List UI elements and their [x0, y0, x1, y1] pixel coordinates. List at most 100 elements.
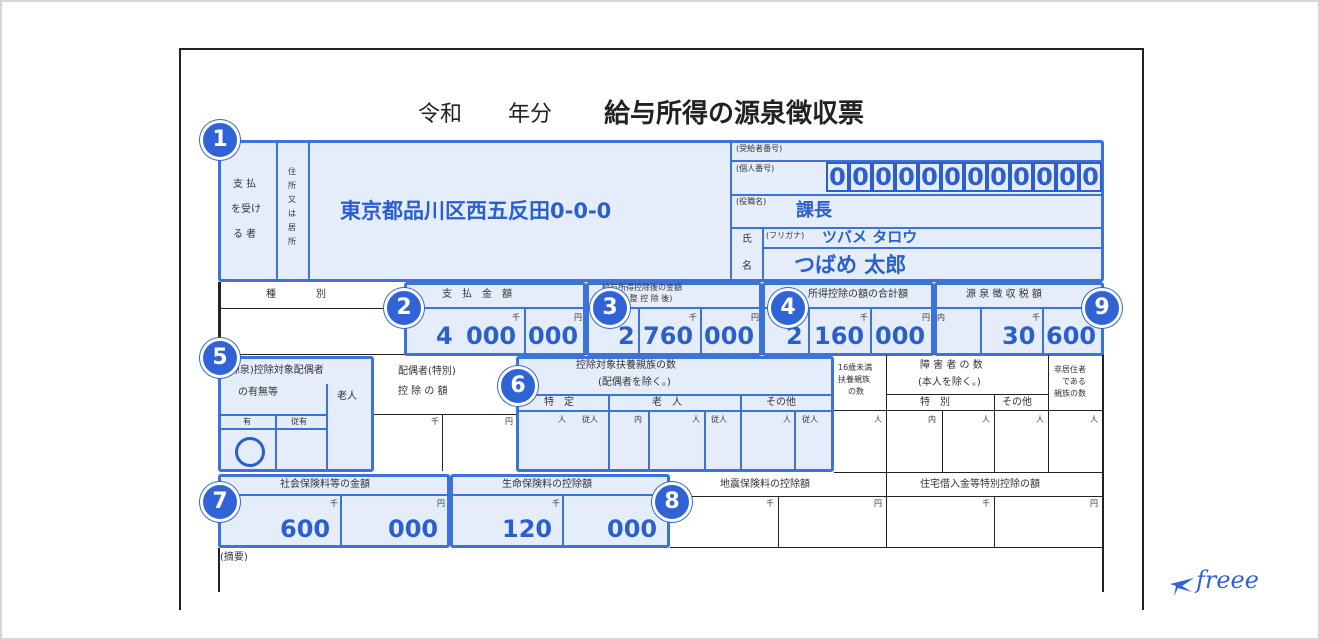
address-value: 東京都品川区西五反田0-0-0 — [340, 199, 612, 223]
badge-3: 3 — [590, 288, 630, 328]
personal-number-digit: 0 — [941, 162, 964, 192]
unit-yen: 円 — [437, 499, 445, 508]
nonresident-label-1: 非居住者 — [1054, 365, 1086, 374]
personal-number-digit: 0 — [1033, 162, 1056, 192]
address-label-4: は — [288, 209, 296, 218]
remarks-label: (摘要) — [220, 552, 248, 563]
spouse-label-1: (源泉)控除対象配偶者 — [226, 365, 324, 376]
life-insurance-label: 生命保険料の控除額 — [502, 479, 592, 490]
dependents-other: その他 — [766, 397, 796, 408]
recipient-number-label: (受給者番号) — [736, 144, 783, 153]
after-deduction-label-2: (調 整 控 除 後) — [616, 294, 673, 303]
unit-yen: 円 — [505, 417, 513, 426]
recipient-side-label-1: 支 払 — [233, 179, 257, 190]
spouse-has-label: 有 — [243, 417, 251, 426]
recipient-side-label-3: る 者 — [233, 229, 257, 240]
spouse-yes-mark — [235, 437, 265, 467]
nonresident-label-3: 親族の数 — [1054, 389, 1086, 398]
after-deduction-low: 000 — [704, 322, 755, 350]
after-deduction-mid: 760 — [643, 322, 694, 350]
address-label-5: 居 — [288, 223, 296, 232]
unit-dependent-person: 従人 — [711, 415, 727, 424]
document-title: 給与所得の源泉徴収票 — [604, 99, 865, 129]
personal-number-digit: 0 — [872, 162, 895, 192]
unit-person: 人 — [558, 415, 566, 424]
deduction-total-mid: 160 — [814, 322, 865, 350]
disabled-title-1: 障 害 者 の 数 — [920, 360, 983, 371]
unit-dependent-person: 従人 — [582, 415, 598, 424]
personal-number-label: (個人番号) — [736, 164, 775, 173]
unit-thousand: 千 — [330, 499, 338, 508]
unit-person: 人 — [1036, 415, 1044, 424]
payment-high: 4 — [436, 322, 453, 350]
personal-number-digit: 0 — [1056, 162, 1079, 192]
era-label: 令和 — [418, 102, 463, 127]
personal-number-digit: 0 — [1010, 162, 1033, 192]
unit-dependent-person: 従人 — [802, 415, 818, 424]
deduction-total-high: 2 — [786, 322, 803, 350]
personal-number-digit: 0 — [849, 162, 872, 192]
payment-amount-cell — [404, 282, 586, 356]
personal-number-digit: 0 — [895, 162, 918, 192]
under16-label-3: の数 — [848, 387, 864, 396]
unit-thousand: 千 — [1032, 313, 1040, 322]
payment-low: 000 — [528, 322, 579, 350]
inner-label: 内 — [928, 415, 936, 424]
address-label-1: 住 — [288, 167, 296, 176]
disabled-title-2: (本人を除く。) — [918, 377, 981, 388]
withholding-low: 600 — [1046, 322, 1097, 350]
deduction-total-low: 000 — [875, 322, 926, 350]
social-insurance-low: 000 — [388, 515, 439, 543]
dependents-specific: 特 定 — [544, 397, 574, 408]
spouse-dependent-has-label: 従有 — [291, 417, 307, 426]
personal-number-digit: 0 — [987, 162, 1010, 192]
dependents-section — [516, 356, 834, 472]
unit-person: 人 — [874, 415, 882, 424]
after-deduction-high: 2 — [618, 322, 635, 350]
unit-yen: 円 — [874, 499, 882, 508]
unit-person: 人 — [982, 415, 990, 424]
dependents-elderly: 老 人 — [652, 397, 682, 408]
name-label-2: 名 — [742, 261, 752, 272]
social-insurance-mid: 600 — [280, 515, 331, 543]
badge-6: 6 — [498, 366, 538, 406]
badge-2: 2 — [384, 288, 424, 328]
inner-label: 内 — [937, 313, 945, 322]
unit-thousand: 千 — [766, 499, 774, 508]
badge-8: 8 — [652, 482, 692, 522]
social-insurance-cell — [218, 474, 450, 548]
spouse-special-label-2: 控 除 の 額 — [398, 386, 448, 397]
unit-thousand: 千 — [512, 313, 520, 322]
disabled-special: 特 別 — [920, 397, 950, 408]
personal-number-digit: 0 — [918, 162, 941, 192]
deduction-total-label: 所得控除の額の合計額 — [808, 289, 908, 300]
social-insurance-label: 社会保険料等の金額 — [280, 479, 370, 490]
position-label: (役職名) — [736, 197, 767, 206]
life-insurance-mid: 120 — [502, 515, 553, 543]
earthquake-insurance-label: 地震保険料の控除額 — [720, 479, 810, 490]
unit-yen: 円 — [922, 313, 930, 322]
unit-thousand: 千 — [431, 417, 439, 426]
disabled-other: その他 — [1002, 397, 1032, 408]
unit-thousand: 千 — [689, 313, 697, 322]
badge-4: 4 — [768, 288, 808, 328]
personal-number-digit: 0 — [964, 162, 987, 192]
spouse-elderly-label: 老人 — [337, 391, 357, 402]
year-suffix: 年分 — [508, 102, 553, 127]
dependents-title-1: 控除対象扶養親族の数 — [576, 360, 676, 371]
under16-label-1: 16歳未満 — [838, 363, 873, 372]
payment-mid: 000 — [466, 322, 517, 350]
payment-label: 支 払 金 額 — [442, 289, 512, 300]
inner-label: 内 — [634, 415, 642, 424]
personal-number-digit: 0 — [826, 162, 849, 192]
unit-thousand: 千 — [860, 313, 868, 322]
withholding-tax-cell — [934, 282, 1104, 356]
furigana-label: (フリガナ) — [766, 231, 805, 240]
unit-person: 人 — [783, 415, 791, 424]
name-value: つばめ 太郎 — [794, 253, 907, 277]
unit-person: 人 — [692, 415, 700, 424]
freee-logo — [1168, 570, 1196, 602]
badge-9: 9 — [1082, 288, 1122, 328]
under16-label-2: 扶養親族 — [838, 375, 870, 384]
unit-yen: 円 — [751, 313, 759, 322]
